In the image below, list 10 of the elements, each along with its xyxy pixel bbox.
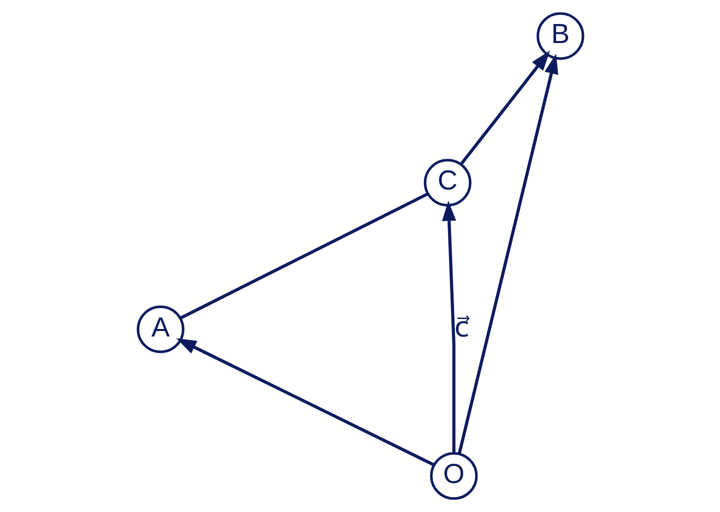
edge-label: c⃗ (454, 310, 470, 344)
node-circle: O (430, 452, 478, 500)
arrow (457, 54, 558, 454)
arrow (442, 200, 456, 454)
node-circle: A (136, 306, 184, 354)
connector (179, 192, 428, 320)
node-circle: C (423, 158, 471, 206)
arrow (176, 338, 434, 466)
arrow (459, 50, 550, 166)
node-circle: B (536, 12, 584, 60)
